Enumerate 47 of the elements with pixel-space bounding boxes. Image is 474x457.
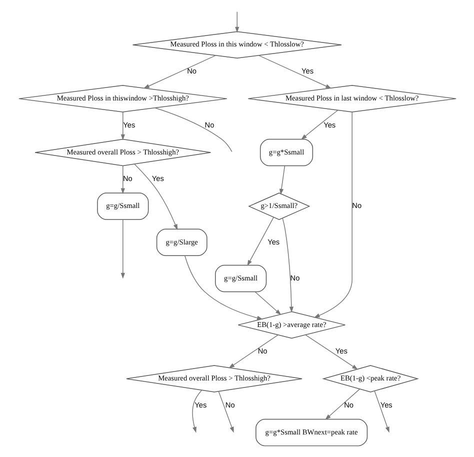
arrow — [142, 55, 216, 89]
edge-label: No — [186, 66, 196, 76]
node-diamond: Measured overall Ploss > Thlosshigh? — [34, 138, 211, 166]
node-box: g=g*Ssmall — [259, 138, 313, 166]
arrow — [192, 390, 202, 433]
edge-label: Yes — [323, 120, 336, 130]
node-diamond: Measured Ploss in this window < Thlosslow? — [132, 31, 342, 59]
arrow — [246, 216, 274, 266]
arrow — [184, 255, 262, 320]
arrow — [324, 388, 360, 420]
arrow — [278, 166, 285, 195]
edge-label: Yes — [380, 400, 392, 410]
arrow — [234, 11, 239, 33]
edge-label: No — [204, 120, 214, 130]
edge-label: No — [352, 201, 362, 210]
node-box: g=g/Ssmall — [214, 264, 266, 292]
arrow — [304, 334, 358, 370]
edge-label: No — [224, 400, 234, 410]
arrow — [313, 112, 352, 318]
node-diamond: Measured overall Ploss > Thlosshigh? — [126, 365, 302, 392]
edge-label: Yes — [301, 66, 314, 76]
arrow — [120, 219, 124, 279]
node-diamond: g>1/Ssmall? — [248, 192, 310, 220]
node-box: g=g*Ssmall BWnext=peak rate — [255, 418, 368, 446]
arrow — [282, 218, 294, 313]
node-diamond: EB(1-g) >average rate? — [237, 311, 346, 339]
edge-label: No — [122, 174, 132, 184]
arrow — [120, 112, 124, 140]
edge-label: Yes — [122, 120, 135, 130]
arrow — [258, 55, 332, 89]
arrow — [300, 110, 338, 140]
edge-label: Yes — [267, 237, 280, 246]
connector — [154, 108, 232, 152]
arrow — [134, 164, 178, 230]
arrow — [120, 166, 124, 194]
arrow — [218, 390, 234, 433]
edge-label: No — [290, 273, 300, 282]
edge-label: Yes — [334, 346, 347, 356]
edge-label: Yes — [194, 400, 206, 410]
arrow — [228, 334, 278, 368]
edge-label: Yes — [151, 174, 164, 184]
arrow — [374, 390, 389, 433]
arrow — [254, 292, 281, 316]
node-box: g=g/Ssmall — [96, 192, 148, 220]
node-box: g=g/Slarge — [156, 228, 207, 256]
edge-label: No — [257, 346, 267, 356]
edge-label: No — [344, 400, 353, 410]
